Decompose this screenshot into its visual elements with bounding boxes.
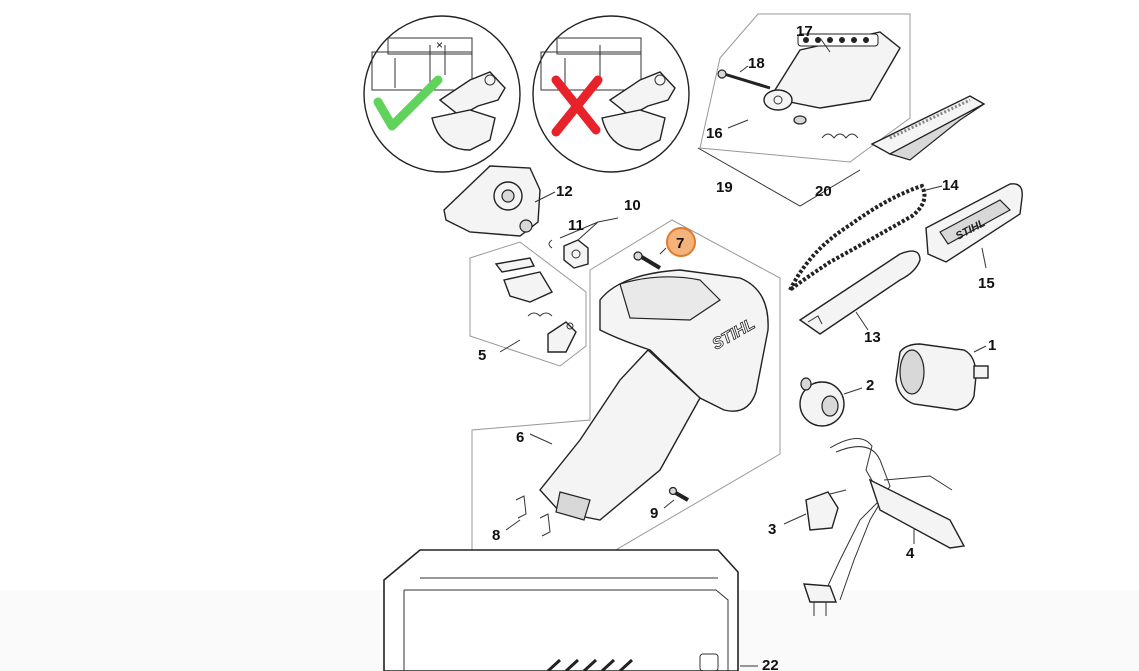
guide-bar-13[interactable] [798,250,921,335]
callout-4[interactable]: 4 [906,545,915,562]
callout-22[interactable]: 22 [762,657,779,671]
chain-guard-20[interactable] [870,95,986,161]
callout-8[interactable]: 8 [492,527,500,544]
housing-6[interactable]: STIHL [539,269,769,521]
callout-5[interactable]: 5 [478,347,486,364]
gear-10[interactable] [563,239,589,269]
install-hint-incorrect [532,15,690,173]
bar-cover-15[interactable]: STIHL [925,183,1023,263]
callout-13[interactable]: 13 [864,329,881,346]
callout-3[interactable]: 3 [768,521,776,538]
incorrect-cross-icon [551,75,603,137]
sprocket-cover-group [699,13,911,163]
install-hint-correct: × [363,15,521,173]
callout-9[interactable]: 9 [650,505,658,522]
highlight-circle-7[interactable] [666,227,696,257]
clips-8[interactable] [515,495,551,537]
correct-check-icon [373,75,443,131]
callout-1[interactable]: 1 [988,337,996,354]
sprocket-cover[interactable] [768,31,901,109]
callout-20[interactable]: 20 [815,183,832,200]
screw-18[interactable] [723,72,771,90]
screw-9[interactable] [668,486,689,502]
carry-case-22[interactable] [383,549,739,671]
motor-1[interactable] [895,343,989,411]
svg-text:×: × [436,38,443,52]
flange-2[interactable] [799,377,845,427]
lever-kit-5[interactable] [469,241,587,367]
callout-12[interactable]: 12 [556,183,573,200]
switch-3[interactable] [805,489,847,531]
screw-7[interactable] [633,247,667,270]
saw-chain-14[interactable] [788,183,927,292]
gear-housing-12[interactable] [443,165,541,237]
wiring-harness-4[interactable] [803,438,966,616]
callout-17[interactable]: 17 [796,23,813,40]
callout-14[interactable]: 14 [942,177,959,194]
callout-10[interactable]: 10 [624,197,641,214]
callout-15[interactable]: 15 [978,275,995,292]
spring [821,133,859,139]
callout-2[interactable]: 2 [866,377,874,394]
clip-11[interactable] [548,239,553,249]
callout-18[interactable]: 18 [748,55,765,72]
callout-11[interactable]: 11 [568,217,584,234]
callout-16[interactable]: 16 [706,125,723,142]
callout-7[interactable]: 7 [676,235,684,252]
callout-19[interactable]: 19 [716,179,733,196]
callout-6[interactable]: 6 [516,429,524,446]
